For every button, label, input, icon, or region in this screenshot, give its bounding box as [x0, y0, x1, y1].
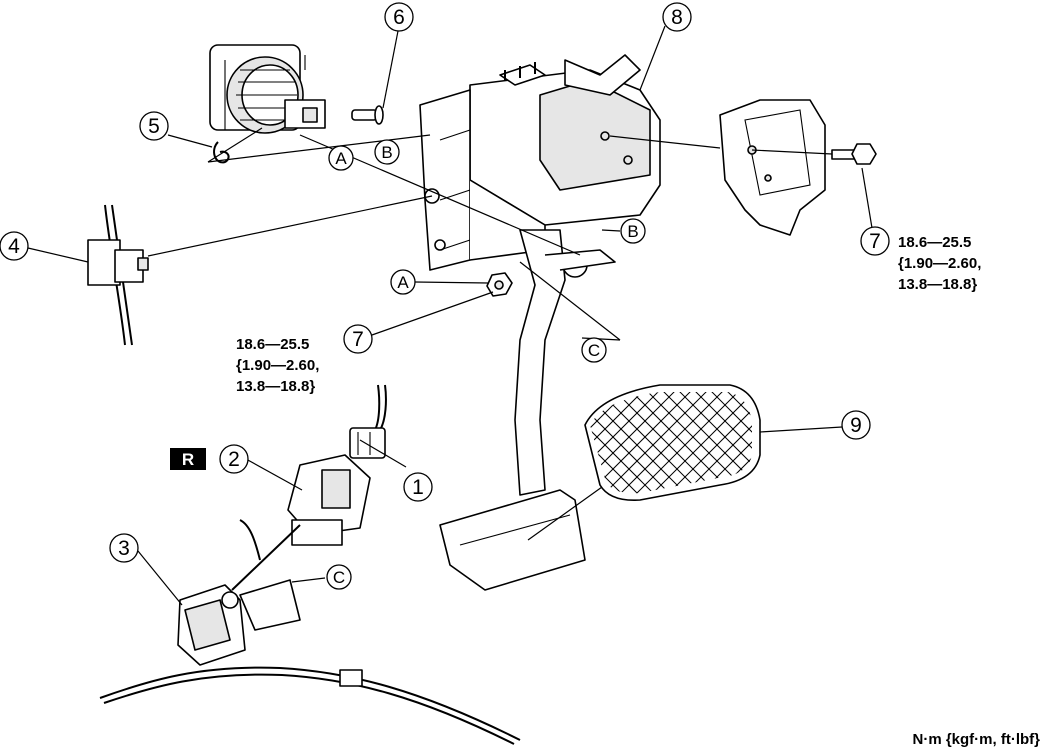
letter-B-mid: B [620, 218, 646, 244]
pad-hatch-line [764, 380, 894, 510]
letter-B-top-label: B [381, 143, 392, 162]
callout-7-center: 7 [343, 324, 373, 354]
callout-6: 6 [384, 2, 414, 32]
stop-light-switch-connector [87, 204, 149, 346]
callout-1: 1 [403, 472, 433, 502]
r-badge-label: R [182, 450, 194, 469]
pad-hatch-line [828, 380, 958, 510]
letter-A-top: A [328, 145, 354, 171]
pad-hatch-line [590, 392, 687, 494]
letter-B-top: B [374, 139, 400, 165]
pad-hatch-line [619, 392, 751, 494]
callout-7-right: 7 [860, 226, 890, 256]
callout-9: 9 [841, 410, 871, 440]
pad-hatch-line [780, 380, 910, 510]
letter-B-mid-label: B [627, 222, 638, 241]
pad-hatch-line [812, 380, 942, 510]
torque-spec-left: 18.6—25.5 {1.90—2.60, 13.8—18.8} [236, 336, 319, 395]
callout-7-center-label: 7 [352, 328, 364, 351]
letter-C-mid-label: C [588, 341, 600, 360]
brake-pedal-pad [439, 489, 586, 591]
pad-hatch-line [764, 380, 894, 510]
callout-5: 5 [139, 111, 169, 141]
pad-hatch-line [380, 380, 510, 510]
torque-right-line3: 13.8—18.8} [898, 276, 977, 293]
torque-units-legend: N·m {kgf·m, ft·lbf} [913, 731, 1041, 748]
callout-2-label: 2 [228, 448, 240, 471]
pad-hatch-line [590, 392, 639, 494]
flange-nut-center [486, 272, 513, 297]
torque-left-line1: 18.6—25.5 [236, 336, 309, 353]
snap-pin [213, 141, 230, 164]
callout-5-label: 5 [148, 115, 160, 138]
lower-harness [99, 666, 521, 745]
pad-hatch-line [828, 380, 958, 510]
callout-8: 8 [662, 2, 692, 32]
torque-left-line2: {1.90—2.60, [236, 357, 319, 374]
pad-hatch-line [780, 380, 910, 510]
pedal-bracket [419, 54, 661, 271]
clevis-pin [351, 105, 384, 125]
brake-pedal-arm [514, 229, 616, 496]
pad-hatch-line [590, 392, 655, 494]
letter-A-top-label: A [335, 149, 347, 168]
callout-3-label: 3 [118, 537, 130, 560]
pad-hatch-line [699, 392, 752, 494]
callout-4: 4 [0, 231, 29, 261]
pad-hatch-line [380, 380, 510, 510]
torque-right-line2: {1.90—2.60, [898, 255, 981, 272]
torque-right-line1: 18.6—25.5 [898, 234, 971, 251]
harness-connector-1 [349, 384, 387, 459]
pad-hatch-line [715, 392, 752, 494]
letter-A-mid: A [390, 269, 416, 295]
pad-hatch-line [812, 380, 942, 510]
pad-hatch-line [796, 380, 926, 510]
letter-C-low-label: C [333, 568, 345, 587]
callout-1-label: 1 [412, 476, 424, 499]
letter-A-mid-label: A [397, 273, 409, 292]
pad-hatch-line [603, 392, 735, 494]
bracket-cover [719, 99, 826, 236]
pad-hatch-line [590, 392, 655, 494]
brake-switch-3 [177, 519, 301, 666]
flange-bolt-right [831, 143, 877, 165]
callout-2: 2 [219, 444, 249, 474]
brake-booster-body [209, 44, 326, 134]
callout-4-label: 4 [8, 235, 20, 258]
torque-left-line3: 13.8—18.8} [236, 378, 315, 395]
letter-C-mid: C [581, 337, 607, 363]
callout-8-label: 8 [671, 6, 683, 29]
pad-hatch-line [796, 380, 926, 510]
pedal-pad-rubber [380, 380, 958, 510]
callout-6-label: 6 [393, 6, 405, 29]
callout-9-label: 9 [850, 414, 862, 437]
pad-hatch-line [590, 392, 671, 494]
letter-C-low: C [326, 564, 352, 590]
switch-connector-2 [287, 454, 371, 546]
torque-spec-right: 18.6—25.5 {1.90—2.60, 13.8—18.8} [898, 234, 981, 293]
pad-hatch-line [444, 380, 574, 510]
r-badge: R [170, 448, 206, 470]
pad-hatch-line [747, 392, 752, 494]
pad-hatch-line [747, 392, 752, 494]
pad-hatch-line [444, 380, 574, 510]
leader-lines [27, 25, 873, 606]
callout-3: 3 [109, 533, 139, 563]
callout-7-right-label: 7 [869, 230, 881, 253]
